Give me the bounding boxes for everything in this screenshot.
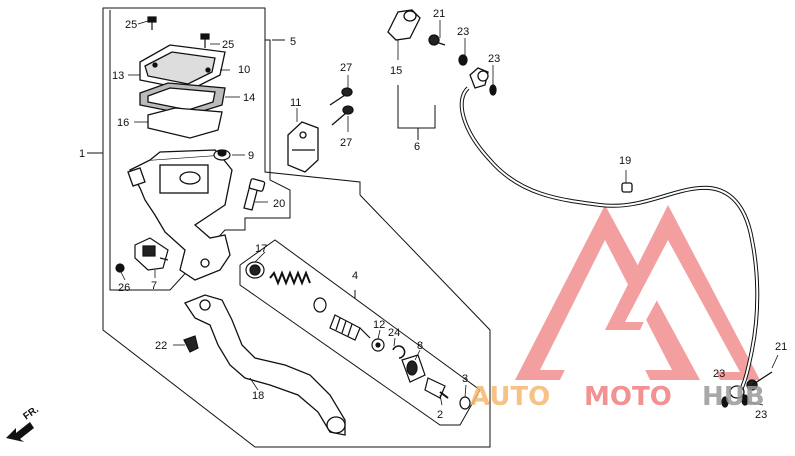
bolt-27-upper bbox=[329, 87, 353, 106]
watermark-moto: MOTO bbox=[584, 382, 672, 412]
leader-lines bbox=[120, 20, 779, 406]
hose-bracket-6 bbox=[397, 85, 436, 140]
spring bbox=[269, 270, 311, 286]
bolt-21-bottom bbox=[746, 371, 773, 391]
callout-24: 24 bbox=[388, 327, 400, 339]
callout-2: 2 bbox=[437, 409, 443, 421]
reservoir-cover bbox=[139, 44, 226, 91]
bolt-21-top bbox=[428, 34, 446, 46]
washer-23-top bbox=[458, 54, 468, 66]
callout-21a: 21 bbox=[433, 8, 445, 20]
front-direction-arrow: FR. bbox=[6, 404, 41, 442]
banjo-fitting-15 bbox=[387, 9, 421, 41]
piston-rod bbox=[329, 314, 371, 341]
pivot-bolt-22 bbox=[183, 335, 199, 353]
callout-26: 26 bbox=[118, 282, 130, 294]
cap-9 bbox=[213, 149, 231, 161]
callout-15: 15 bbox=[390, 65, 402, 77]
nut-3 bbox=[459, 396, 471, 410]
callout-21b: 21 bbox=[775, 341, 787, 353]
master-cylinder-body bbox=[127, 149, 233, 281]
washer-23-bottom bbox=[721, 394, 749, 408]
bolt-27-lower bbox=[331, 105, 354, 126]
watermark-auto: AUTO bbox=[470, 382, 550, 412]
callout-9: 9 bbox=[248, 150, 254, 162]
diaphragm-plate bbox=[139, 82, 226, 116]
boot-17 bbox=[245, 261, 265, 279]
boot-8 bbox=[401, 354, 426, 383]
assembly-frame-1 bbox=[87, 7, 491, 448]
callout-13: 13 bbox=[112, 70, 124, 82]
banjo-lower bbox=[729, 385, 745, 399]
watermark-logo bbox=[515, 205, 760, 380]
callout-12: 12 bbox=[373, 319, 385, 331]
bolt-20 bbox=[243, 178, 266, 211]
callout-23d: 23 bbox=[755, 409, 767, 421]
callout-25b: 25 bbox=[222, 39, 234, 51]
callout-8: 8 bbox=[417, 340, 423, 352]
callout-23c: 23 bbox=[713, 368, 725, 380]
callout-14: 14 bbox=[243, 92, 255, 104]
washer-12 bbox=[371, 338, 385, 352]
assembly-frame-5 bbox=[109, 10, 291, 291]
pushrod-2 bbox=[424, 377, 449, 399]
callout-18: 18 bbox=[252, 390, 264, 402]
watermark-text: AUTO MOTO HUB bbox=[470, 382, 765, 412]
callout-23b: 23 bbox=[488, 53, 500, 65]
holder-11 bbox=[287, 121, 319, 173]
callout-3: 3 bbox=[462, 373, 468, 385]
callout-16: 16 bbox=[117, 117, 129, 129]
callout-6: 6 bbox=[414, 141, 420, 153]
brake-switch bbox=[134, 237, 169, 271]
circlip-24 bbox=[392, 345, 406, 359]
fr-label: FR. bbox=[21, 404, 41, 422]
secondary-cup bbox=[313, 297, 327, 313]
callout-11: 11 bbox=[290, 97, 301, 109]
callout-20: 20 bbox=[273, 198, 285, 210]
callout-25a: 25 bbox=[125, 19, 137, 31]
callout-labels: 1 25 25 5 13 10 14 16 9 11 27 27 20 17 7… bbox=[79, 8, 787, 421]
hose-clamp-19 bbox=[621, 182, 633, 193]
watermark-hub: HUB bbox=[702, 382, 765, 412]
screw-25-right bbox=[200, 33, 210, 48]
callout-5: 5 bbox=[290, 36, 296, 48]
brake-lever bbox=[184, 294, 346, 436]
callout-7: 7 bbox=[151, 280, 157, 292]
screw-25-top bbox=[147, 16, 157, 30]
banjo-upper bbox=[469, 67, 489, 89]
assembly-frame-4 bbox=[239, 239, 481, 426]
callout-27b: 27 bbox=[340, 137, 352, 149]
callout-23a: 23 bbox=[457, 26, 469, 38]
callout-17: 17 bbox=[255, 243, 267, 255]
callout-10: 10 bbox=[238, 64, 250, 76]
callout-1: 1 bbox=[79, 148, 85, 160]
diaphragm bbox=[147, 107, 223, 139]
screw-26 bbox=[115, 263, 125, 273]
callout-19: 19 bbox=[619, 155, 631, 167]
callout-27a: 27 bbox=[340, 62, 352, 74]
callout-4: 4 bbox=[352, 270, 358, 282]
callout-22: 22 bbox=[155, 340, 167, 352]
washer-23-b bbox=[489, 84, 497, 96]
